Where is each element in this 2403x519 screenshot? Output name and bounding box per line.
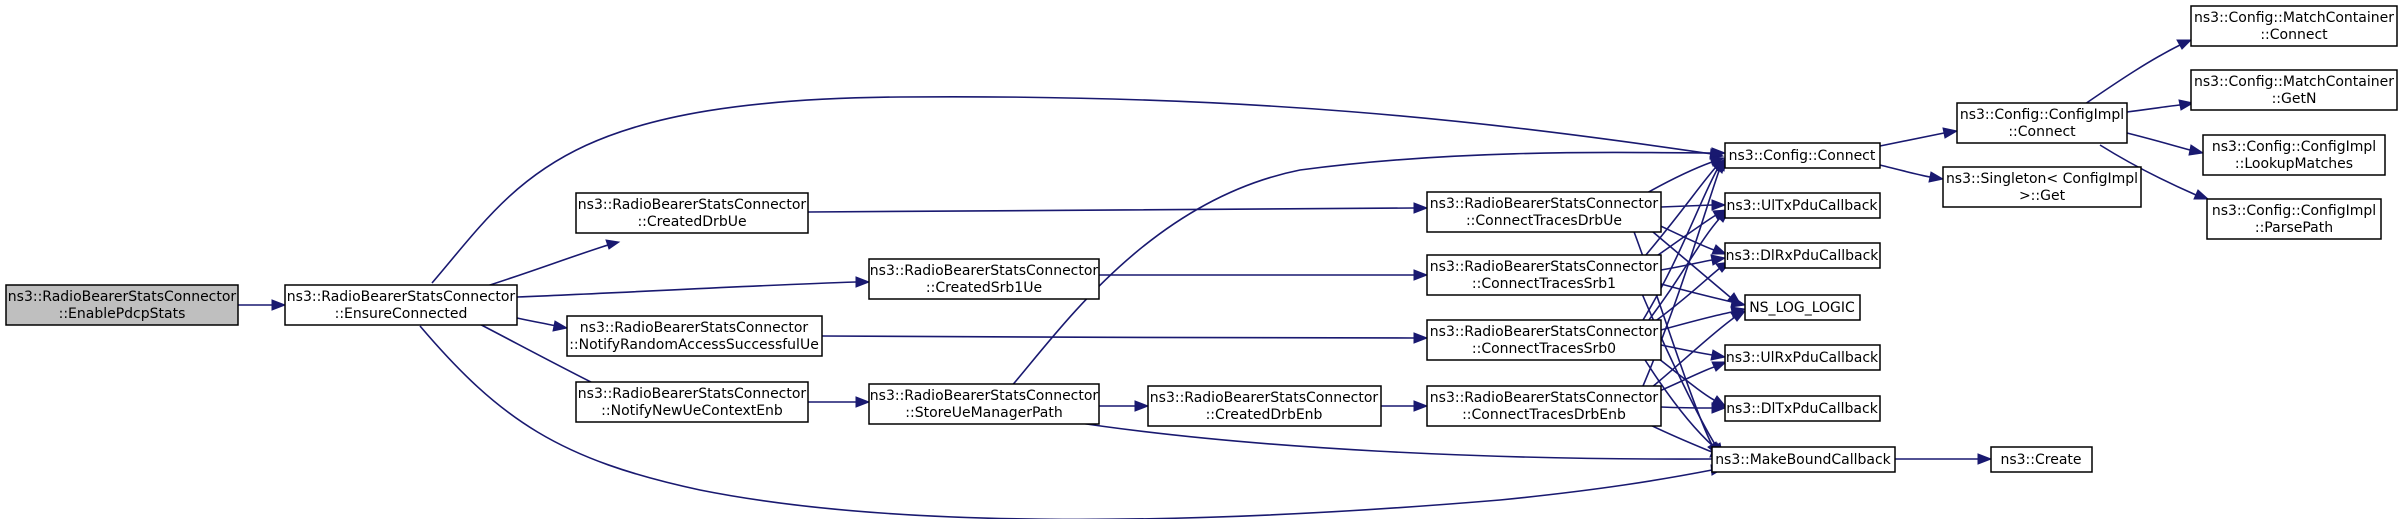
node-singleton-get[interactable]: ns3::Singleton< ConfigImpl >::Get: [1942, 166, 2142, 208]
node-ns-log-logic[interactable]: NS_LOG_LOGIC: [1744, 294, 1861, 321]
node-notify-new-ue-context[interactable]: ns3::RadioBearerStatsConnector ::NotifyN…: [575, 381, 809, 423]
node-connect-traces-srb0[interactable]: ns3::RadioBearerStatsConnector ::Connect…: [1426, 319, 1662, 361]
node-label-line2: ::ConnectTracesDrbEnb: [1462, 407, 1626, 423]
node-created-srb1-ue[interactable]: ns3::RadioBearerStatsConnector ::Created…: [868, 258, 1100, 300]
node-create[interactable]: ns3::Create: [1990, 446, 2093, 473]
node-label-line1: ns3::Config::ConfigImpl: [2212, 203, 2376, 219]
node-label-line1: ns3::RadioBearerStatsConnector: [580, 320, 809, 336]
edge-connect-traces-drb-ue-to-config-connect: [1644, 156, 1726, 195]
edge-store-ue-manager-path-to-created-drb-enb: [1099, 400, 1150, 412]
call-graph-nodes: ns3::RadioBearerStatsConnector ::EnableP…: [5, 5, 2398, 473]
node-label-line1: NS_LOG_LOGIC: [1749, 300, 1855, 316]
node-label-line2: ::LookupMatches: [2235, 156, 2353, 172]
edge-config-impl-connect-to-match-container-getn: [2126, 99, 2195, 113]
node-connect-traces-srb1[interactable]: ns3::RadioBearerStatsConnector ::Connect…: [1426, 254, 1662, 296]
edge-config-connect-to-singleton-get: [1879, 164, 1945, 183]
edge-created-drb-ue-to-connect-traces-drb-ue: [807, 202, 1429, 214]
node-label-line2: ::Connect: [2260, 27, 2328, 43]
node-label-line1: ns3::RadioBearerStatsConnector: [578, 386, 807, 402]
edge-config-impl-connect-to-match-container-connect: [2084, 39, 2193, 105]
node-label-line1: ns3::RadioBearerStatsConnector: [1430, 390, 1659, 406]
node-ul-tx-pdu-callback[interactable]: ns3::UlTxPduCallback: [1724, 192, 1881, 219]
node-config-impl-connect[interactable]: ns3::Config::ConfigImpl ::Connect: [1956, 102, 2128, 144]
node-label-line2: ::ConnectTracesDrbUe: [1466, 213, 1622, 229]
node-label-line1: ns3::RadioBearerStatsConnector: [870, 388, 1099, 404]
node-ul-rx-pdu-callback[interactable]: ns3::UlRxPduCallback: [1724, 344, 1881, 371]
node-make-bound-callback[interactable]: ns3::MakeBoundCallback: [1711, 446, 1896, 473]
node-created-drb-ue[interactable]: ns3::RadioBearerStatsConnector ::Created…: [575, 192, 809, 234]
node-label-line1: ns3::DlRxPduCallback: [1726, 248, 1880, 264]
edge-connect-traces-drb-ue-to-ul-tx-pdu: [1660, 199, 1727, 211]
edge-created-srb1-ue-to-connect-traces-srb1: [1098, 269, 1429, 281]
edge-make-bound-callback-to-create: [1895, 453, 1993, 465]
node-label-line2: ::Connect: [2008, 124, 2076, 140]
edge-connect-traces-drb-enb-to-dl-tx-pdu: [1660, 402, 1727, 414]
edge-connect-traces-drb-enb-to-ul-rx-pdu: [1654, 361, 1728, 394]
node-label-line1: ns3::Create: [2000, 452, 2081, 468]
node-lookup-matches[interactable]: ns3::Config::ConfigImpl ::LookupMatches: [2202, 134, 2386, 176]
node-store-ue-manager-path[interactable]: ns3::RadioBearerStatsConnector ::StoreUe…: [868, 383, 1100, 425]
node-label-line2: ::EnsureConnected: [335, 306, 468, 322]
edge-notify-new-ue-context-to-store-ue-manager-path: [808, 396, 871, 408]
edge-ensure-connected-to-created-srb1-ue: [516, 276, 871, 298]
call-graph-edges: [238, 39, 2210, 519]
node-label-line2: ::NotifyNewUeContextEnb: [601, 403, 783, 419]
edge-store-ue-manager-path-to-config-connect: [1009, 147, 1727, 389]
node-label-line2: ::StoreUeManagerPath: [905, 405, 1062, 421]
node-label-line1: ns3::DlTxPduCallback: [1726, 401, 1879, 417]
edge-ensure-connected-to-notify-random-access: [516, 317, 569, 332]
node-label-line2: ::ConnectTracesSrb1: [1472, 276, 1616, 292]
node-label-line1: ns3::UlTxPduCallback: [1726, 198, 1878, 214]
node-label-line2: ::CreatedSrb1Ue: [926, 280, 1042, 296]
node-label-line1: ns3::UlRxPduCallback: [1726, 350, 1879, 366]
node-label-line2: ::CreatedDrbUe: [637, 214, 746, 230]
node-label-line1: ns3::Singleton< ConfigImpl: [1946, 171, 2138, 187]
edge-connect-traces-srb1-to-dl-rx-pdu: [1660, 254, 1727, 271]
edge-enable-pdcp-stats-to-ensure-connected: [238, 299, 287, 311]
node-label-line1: ns3::Config::ConfigImpl: [1960, 107, 2124, 123]
edge-config-impl-connect-to-lookup-matches: [2126, 132, 2205, 156]
node-label-line1: ns3::RadioBearerStatsConnector: [8, 289, 237, 305]
node-parse-path[interactable]: ns3::Config::ConfigImpl ::ParsePath: [2206, 198, 2382, 240]
node-label-line1: ns3::RadioBearerStatsConnector: [870, 263, 1099, 279]
node-enable-pdcp-stats[interactable]: ns3::RadioBearerStatsConnector ::EnableP…: [5, 284, 239, 326]
node-label-line1: ns3::RadioBearerStatsConnector: [1430, 196, 1659, 212]
node-label-line1: ns3::MakeBoundCallback: [1715, 452, 1891, 468]
node-label-line2: ::EnablePdcpStats: [59, 306, 186, 322]
edge-created-drb-enb-to-connect-traces-drb-enb: [1381, 400, 1429, 412]
node-label-line1: ns3::Config::Connect: [1729, 148, 1876, 164]
node-created-drb-enb[interactable]: ns3::RadioBearerStatsConnector ::Created…: [1147, 385, 1382, 427]
node-label-line2: ::CreatedDrbEnb: [1206, 407, 1323, 423]
node-label-line1: ns3::RadioBearerStatsConnector: [1150, 390, 1379, 406]
node-ensure-connected[interactable]: ns3::RadioBearerStatsConnector ::EnsureC…: [284, 284, 518, 326]
node-match-container-connect[interactable]: ns3::Config::MatchContainer ::Connect: [2190, 5, 2398, 47]
node-connect-traces-drb-enb[interactable]: ns3::RadioBearerStatsConnector ::Connect…: [1426, 385, 1662, 427]
edge-ensure-connected-to-created-drb-ue: [467, 239, 621, 293]
node-label-line1: ns3::RadioBearerStatsConnector: [578, 197, 807, 213]
node-label-line1: ns3::Config::MatchContainer: [2194, 74, 2394, 90]
node-dl-tx-pdu-callback[interactable]: ns3::DlTxPduCallback: [1724, 395, 1881, 422]
node-label-line2: ::ParsePath: [2255, 220, 2333, 236]
node-label-line1: ns3::RadioBearerStatsConnector: [1430, 259, 1659, 275]
edge-config-connect-to-config-impl-connect: [1879, 127, 1959, 147]
edge-connect-traces-srb1-to-ns-log-logic: [1660, 283, 1747, 308]
edge-connect-traces-drb-enb-to-ns-log-logic: [1644, 310, 1747, 394]
node-label-line1: ns3::RadioBearerStatsConnector: [1430, 324, 1659, 340]
edge-notify-random-access-to-connect-traces-srb0: [821, 332, 1429, 344]
edge-config-impl-connect-to-parse-path: [2099, 144, 2210, 200]
node-dl-rx-pdu-callback[interactable]: ns3::DlRxPduCallback: [1724, 242, 1881, 269]
node-notify-random-access[interactable]: ns3::RadioBearerStatsConnector ::NotifyR…: [566, 315, 823, 357]
node-label-line1: ns3::RadioBearerStatsConnector: [287, 289, 516, 305]
node-label-line2: >::Get: [2019, 188, 2066, 204]
node-label-line2: ::NotifyRandomAccessSuccessfulUe: [569, 337, 819, 353]
node-config-connect[interactable]: ns3::Config::Connect: [1724, 142, 1881, 169]
node-match-container-getn[interactable]: ns3::Config::MatchContainer ::GetN: [2190, 69, 2398, 111]
node-label-line1: ns3::Config::MatchContainer: [2194, 10, 2394, 26]
node-label-line1: ns3::Config::ConfigImpl: [2212, 139, 2376, 155]
edge-connect-traces-srb0-to-ul-rx-pdu: [1660, 344, 1727, 361]
node-label-line2: ::GetN: [2272, 91, 2317, 107]
node-connect-traces-drb-ue[interactable]: ns3::RadioBearerStatsConnector ::Connect…: [1426, 191, 1662, 233]
node-label-line2: ::ConnectTracesSrb0: [1472, 341, 1616, 357]
